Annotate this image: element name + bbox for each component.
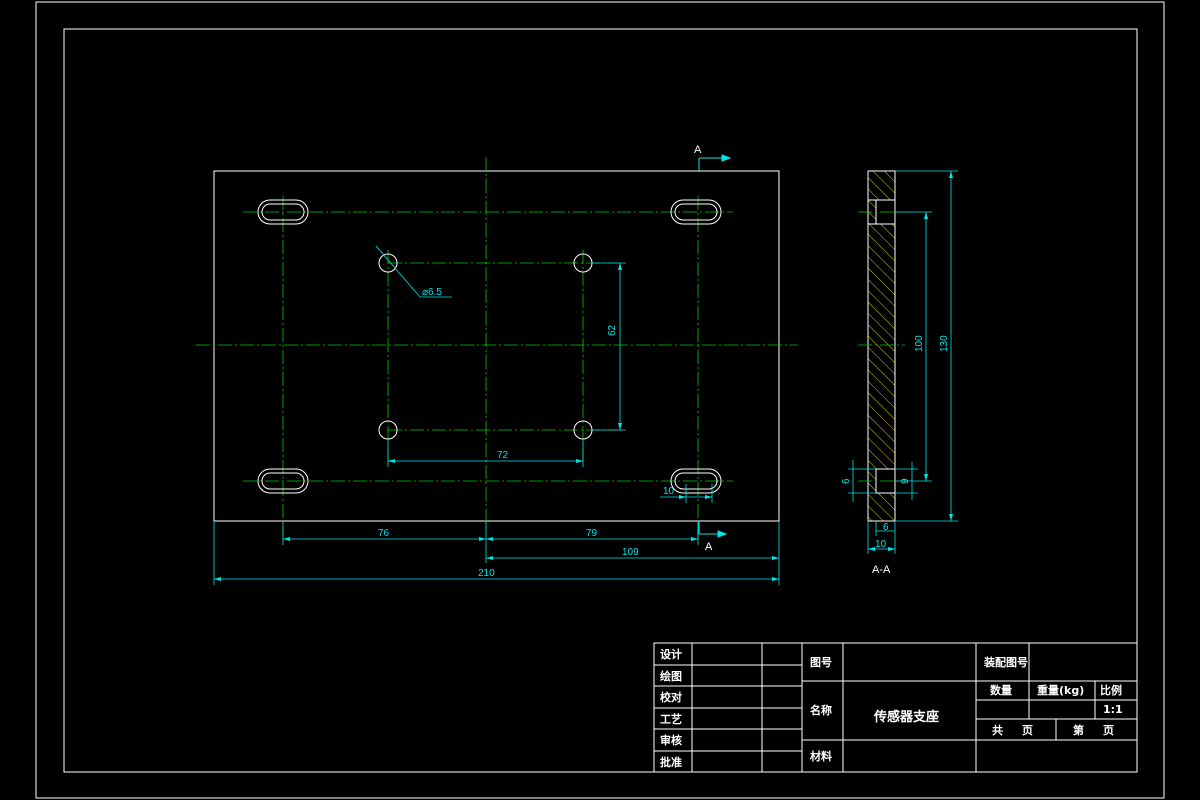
tb-sheet-label: 第 <box>1073 723 1084 737</box>
dim-6-left: 6 <box>841 478 852 484</box>
tb-label-review: 审核 <box>660 733 682 747</box>
dim-10-bottom: 10 <box>875 539 887 550</box>
tb-scale-label: 比例 <box>1100 683 1122 697</box>
tb-name-label: 名称 <box>810 703 832 717</box>
tb-qty-label: 数量 <box>990 683 1012 697</box>
dim-72: 72 <box>497 450 509 461</box>
tb-assembly-no-label: 装配图号 <box>983 655 1028 669</box>
dim-hole-dia: ⌀6.5 <box>422 287 442 298</box>
section-label-top: A <box>694 144 702 156</box>
section-outline <box>867 170 896 522</box>
slots <box>257 199 722 494</box>
slot-bottom-right <box>670 468 722 494</box>
section-view: 100 130 6 9 6 10 A-A <box>841 170 958 576</box>
section-dimension-arrows <box>868 171 953 551</box>
tb-total-label: 共 <box>992 723 1003 737</box>
section-arrows <box>698 154 732 538</box>
tb-label-approve: 批准 <box>660 755 682 769</box>
dim-9-right: 9 <box>900 478 911 484</box>
front-dimension-lines <box>213 245 780 585</box>
tb-label-design: 设计 <box>660 647 682 661</box>
tb-total-page-label: 页 <box>1022 724 1033 737</box>
tb-drawing-no-label: 图号 <box>810 656 832 669</box>
tb-label-check: 校对 <box>660 690 682 704</box>
plate-outline <box>213 170 780 522</box>
tb-label-draw: 绘图 <box>660 669 682 683</box>
tb-label-process: 工艺 <box>660 712 682 726</box>
dim-109: 109 <box>622 547 639 558</box>
slot-top-right <box>670 199 722 225</box>
dim-62: 62 <box>607 324 618 336</box>
front-view: A A <box>196 144 798 585</box>
tb-scale-value: 1:1 <box>1103 703 1123 716</box>
section-title: A-A <box>872 564 891 576</box>
outer-sheet-border <box>35 1 1165 799</box>
front-dimension-arrows <box>214 248 779 581</box>
dim-100: 100 <box>914 335 925 352</box>
title-block: 设计 绘图 校对 工艺 审核 批准 图号 名称 传感器支座 材料 装配图号 数量… <box>653 642 1138 773</box>
slot-top-left <box>257 199 309 225</box>
hole-top-left <box>378 253 398 273</box>
dim-76: 76 <box>378 528 390 539</box>
hole-bottom-left <box>378 420 398 440</box>
tb-sheet-page-label: 页 <box>1103 724 1114 737</box>
centerlines <box>196 157 798 540</box>
dim-10-slot: 10 <box>663 486 675 497</box>
tb-weight-label: 重量(kg) <box>1037 683 1084 697</box>
dim-210: 210 <box>478 568 495 579</box>
tb-part-name: 传感器支座 <box>873 709 939 725</box>
holes <box>378 253 593 440</box>
dim-130: 130 <box>939 335 950 352</box>
tb-material-label: 材料 <box>810 749 832 763</box>
dim-79: 79 <box>586 528 598 539</box>
dim-6-bottom: 6 <box>883 522 889 533</box>
section-dimension-lines <box>848 170 958 554</box>
inner-drawing-frame <box>63 28 1138 773</box>
section-hatch <box>868 171 895 521</box>
slot-bottom-left <box>257 468 309 494</box>
section-label-bottom: A <box>705 541 713 553</box>
